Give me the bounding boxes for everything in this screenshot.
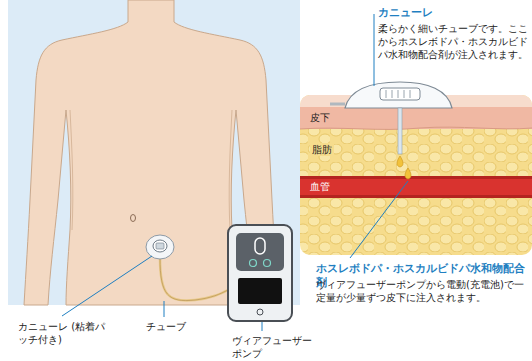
callout-body: 柔らかく細いチューブです。ここからホスレボドパ・ホスカルビドパ水和物配合剤が注入… [378, 22, 528, 61]
part-label: ヴィアフューザーポンプ [232, 334, 318, 360]
callout-heading: カニューレ [378, 6, 528, 20]
callout-body: ヴィアフューザーポンプから電動(充電池)で一定量が少量ずつ皮下に注入されます。 [316, 278, 530, 304]
layer-label: 脂肪 [310, 143, 334, 156]
tube [160, 258, 228, 301]
cannula-device [330, 82, 452, 179]
part-label: カニューレ (粘着パッチ付き) [18, 320, 106, 346]
skin-cross-section [300, 95, 532, 255]
part-label: チューブ [146, 320, 186, 333]
panel-background [8, 0, 300, 305]
layer-label: 血管 [310, 180, 330, 193]
layer-label: 皮下 [310, 111, 330, 124]
pump [228, 225, 292, 321]
cannula-patch [146, 235, 174, 259]
